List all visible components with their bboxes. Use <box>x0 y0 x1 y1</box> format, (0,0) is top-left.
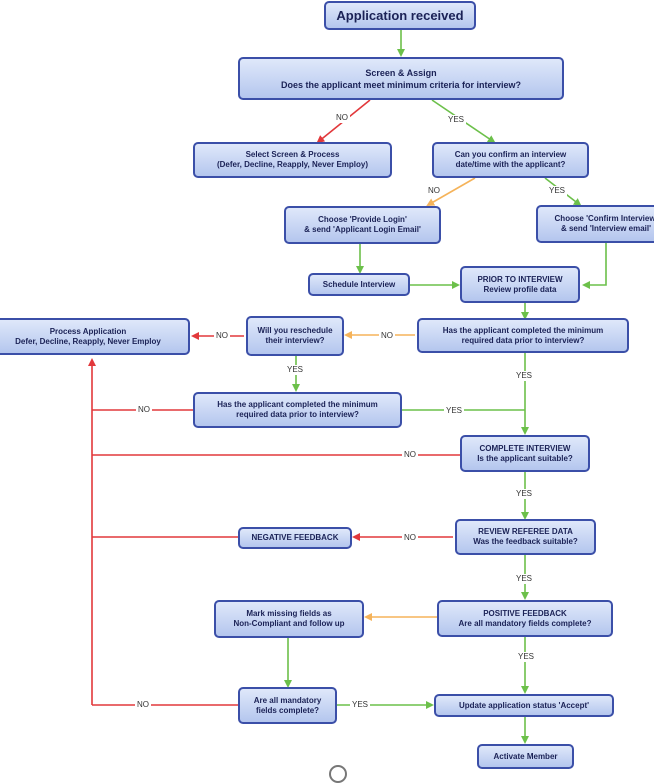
node-schedule-interview: Schedule Interview <box>308 273 410 296</box>
node-review-referee-title: REVIEW REFEREE DATA <box>478 527 573 536</box>
node-mark-missing-line2: Non-Compliant and follow up <box>233 619 345 628</box>
node-prior-to-interview-sub: Review profile data <box>483 284 557 294</box>
node-application-received: Application received <box>324 1 476 30</box>
label-completed-no: NO <box>379 331 395 341</box>
label-left-completed-yes: YES <box>444 406 465 416</box>
label-completed-yes: YES <box>514 371 535 381</box>
node-select-screen-title: Select Screen & Process <box>245 150 340 159</box>
node-process-application-options: Defer, Decline, Reapply, Never Employ <box>15 336 161 346</box>
node-completed-min-left-line2: required data prior to interview? <box>236 410 359 419</box>
node-completed-min-left: Has the applicant completed the minimum … <box>193 392 402 428</box>
node-confirm-date-line1: Can you confirm an interview <box>454 150 567 159</box>
node-complete-interview-question: Is the applicant suitable? <box>477 453 573 463</box>
node-all-mandatory: Are all mandatory fields complete? <box>238 687 337 724</box>
node-reschedule: Will you reschedule their interview? <box>246 316 344 356</box>
node-provide-login-line1: Choose 'Provide Login' <box>318 215 407 224</box>
node-negative-feedback-text: NEGATIVE FEEDBACK <box>251 533 339 542</box>
node-provide-login: Choose 'Provide Login' & send 'Applicant… <box>284 206 441 244</box>
node-confirm-date-line2: date/time with the applicant? <box>455 160 566 169</box>
node-positive-feedback-question: Are all mandatory fields complete? <box>458 618 592 628</box>
node-screen-assign: Screen & Assign Does the applicant meet … <box>238 57 564 100</box>
node-all-mandatory-line2: fields complete? <box>255 705 320 715</box>
label-reschedule-yes: YES <box>285 365 306 375</box>
node-complete-interview-title: COMPLETE INTERVIEW <box>479 443 571 453</box>
node-completed-min-right: Has the applicant completed the minimum … <box>417 318 629 353</box>
label-positive-yes: YES <box>516 652 537 662</box>
node-select-screen: Select Screen & Process (Defer, Decline,… <box>193 142 392 178</box>
node-confirm-interview-line2: & send 'Interview email' <box>560 224 652 233</box>
node-prior-to-interview-title: PRIOR TO INTERVIEW <box>477 274 563 284</box>
node-application-received-text: Application received <box>336 8 464 23</box>
node-confirm-interview-clip: Choose 'Confirm Interview' & send 'Inter… <box>536 205 654 244</box>
edge-confirminterview-to-prior <box>582 243 607 289</box>
node-screen-assign-title: Screen & Assign <box>365 67 437 78</box>
node-completed-min-left-line1: Has the applicant completed the minimum <box>217 400 378 409</box>
label-referee-no: NO <box>402 533 418 543</box>
node-reschedule-line1: Will you reschedule <box>257 326 333 335</box>
label-confirm-no: NO <box>426 186 442 196</box>
node-provide-login-line2: & send 'Applicant Login Email' <box>304 225 421 234</box>
label-left-completed-no: NO <box>136 405 152 415</box>
label-referee-yes: YES <box>514 574 535 584</box>
node-completed-min-right-line2: required data prior to interview? <box>461 335 585 345</box>
node-complete-interview: COMPLETE INTERVIEW Is the applicant suit… <box>460 435 590 472</box>
node-mark-missing-line1: Mark missing fields as <box>246 609 332 618</box>
node-review-referee: REVIEW REFEREE DATA Was the feedback sui… <box>455 519 596 555</box>
node-prior-to-interview: PRIOR TO INTERVIEW Review profile data <box>460 266 580 303</box>
label-confirm-yes: YES <box>547 186 568 196</box>
node-screen-assign-question: Does the applicant meet minimum criteria… <box>280 79 522 90</box>
node-confirm-date: Can you confirm an interview date/time w… <box>432 142 589 178</box>
node-process-application: Process Application Defer, Decline, Reap… <box>0 318 190 355</box>
node-positive-feedback-title: POSITIVE FEEDBACK <box>483 608 567 618</box>
node-activate-member: Activate Member <box>477 744 574 769</box>
node-reschedule-line2: their interview? <box>265 336 325 345</box>
node-confirm-interview: Choose 'Confirm Interview' & send 'Inter… <box>536 205 654 243</box>
loading-circle-icon <box>329 765 347 783</box>
node-mark-missing: Mark missing fields as Non-Compliant and… <box>214 600 364 638</box>
node-activate-member-text: Activate Member <box>493 751 558 761</box>
label-reschedule-no: NO <box>214 331 230 341</box>
node-negative-feedback: NEGATIVE FEEDBACK <box>238 527 352 549</box>
node-review-referee-question: Was the feedback suitable? <box>473 537 578 546</box>
label-screen-yes: YES <box>446 115 467 125</box>
label-interview-no: NO <box>402 450 418 460</box>
node-update-status: Update application status 'Accept' <box>434 694 614 717</box>
label-interview-yes: YES <box>514 489 535 499</box>
node-positive-feedback: POSITIVE FEEDBACK Are all mandatory fiel… <box>437 600 613 637</box>
node-select-screen-options: (Defer, Decline, Reapply, Never Employ) <box>216 160 368 169</box>
node-update-status-text: Update application status 'Accept' <box>458 700 590 710</box>
node-all-mandatory-line1: Are all mandatory <box>253 695 322 705</box>
node-confirm-interview-line1: Choose 'Confirm Interview' <box>554 214 654 223</box>
label-screen-no: NO <box>334 113 350 123</box>
node-process-application-title: Process Application <box>49 326 127 336</box>
node-process-application-clip: Process Application Defer, Decline, Reap… <box>0 318 190 355</box>
node-schedule-interview-text: Schedule Interview <box>322 279 396 289</box>
edge-confirm-no <box>426 177 476 206</box>
node-completed-min-right-line1: Has the applicant completed the minimum <box>442 325 604 335</box>
label-mandatory-no: NO <box>135 700 151 710</box>
label-mandatory-yes: YES <box>350 700 371 710</box>
